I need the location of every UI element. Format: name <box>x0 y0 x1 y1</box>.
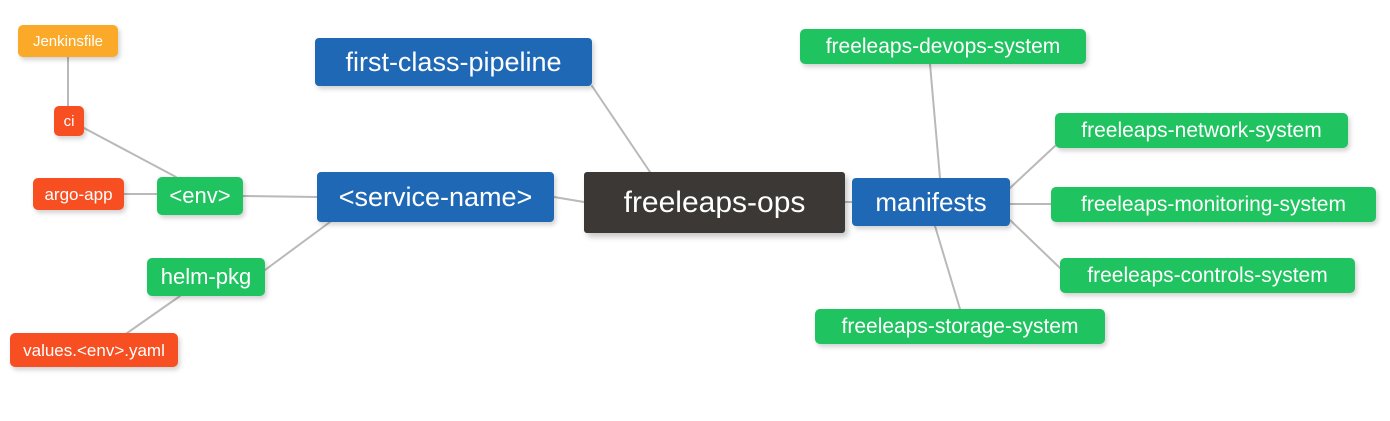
node-first-class-pipeline[interactable]: first-class-pipeline <box>315 38 592 86</box>
edge-root-to-service-name <box>553 196 585 203</box>
edge-env-to-ci <box>83 127 177 178</box>
edge-manifests-to-controls-system <box>1009 219 1061 269</box>
node-helm-pkg[interactable]: helm-pkg <box>147 258 265 296</box>
edge-root-to-first-class-pipeline <box>591 85 651 173</box>
node-storage-system[interactable]: freeleaps-storage-system <box>815 309 1105 344</box>
node-devops-system[interactable]: freeleaps-devops-system <box>800 29 1086 64</box>
node-label-network-system: freeleaps-network-system <box>1081 119 1322 142</box>
node-label-env: <env> <box>169 183 231 208</box>
node-label-monitoring-system: freeleaps-monitoring-system <box>1081 193 1346 216</box>
node-label-storage-system: freeleaps-storage-system <box>841 315 1079 338</box>
edge-service-name-to-helm-pkg <box>264 221 331 271</box>
edge-manifests-to-storage-system <box>934 225 961 310</box>
node-label-manifests: manifests <box>875 187 987 217</box>
node-service-name[interactable]: <service-name> <box>317 172 554 222</box>
node-ci[interactable]: ci <box>54 106 84 136</box>
node-values-yaml[interactable]: values.<env>.yaml <box>10 333 178 367</box>
node-root[interactable]: freeleaps-ops <box>584 172 845 233</box>
node-jenkinsfile[interactable]: Jenkinsfile <box>18 25 118 57</box>
node-argo-app[interactable]: argo-app <box>33 178 124 210</box>
node-label-root: freeleaps-ops <box>623 185 806 219</box>
node-label-first-class-pipeline: first-class-pipeline <box>345 46 562 77</box>
node-label-jenkinsfile: Jenkinsfile <box>32 32 104 50</box>
edge-manifests-to-devops-system <box>929 63 941 179</box>
node-env[interactable]: <env> <box>157 177 243 215</box>
edge-helm-pkg-to-values-yaml <box>119 295 181 339</box>
node-label-argo-app: argo-app <box>44 184 113 204</box>
node-label-controls-system: freeleaps-controls-system <box>1087 264 1328 287</box>
node-controls-system[interactable]: freeleaps-controls-system <box>1060 258 1355 293</box>
node-monitoring-system[interactable]: freeleaps-monitoring-system <box>1051 187 1376 222</box>
node-label-helm-pkg: helm-pkg <box>160 264 252 289</box>
node-label-service-name: <service-name> <box>338 181 533 212</box>
node-label-ci: ci <box>63 112 75 130</box>
node-network-system[interactable]: freeleaps-network-system <box>1055 113 1348 148</box>
edge-manifests-to-network-system <box>1009 145 1056 189</box>
edge-service-name-to-env <box>242 195 318 198</box>
node-label-values-yaml: values.<env>.yaml <box>23 340 165 360</box>
node-manifests[interactable]: manifests <box>852 178 1010 226</box>
node-label-devops-system: freeleaps-devops-system <box>825 35 1061 58</box>
